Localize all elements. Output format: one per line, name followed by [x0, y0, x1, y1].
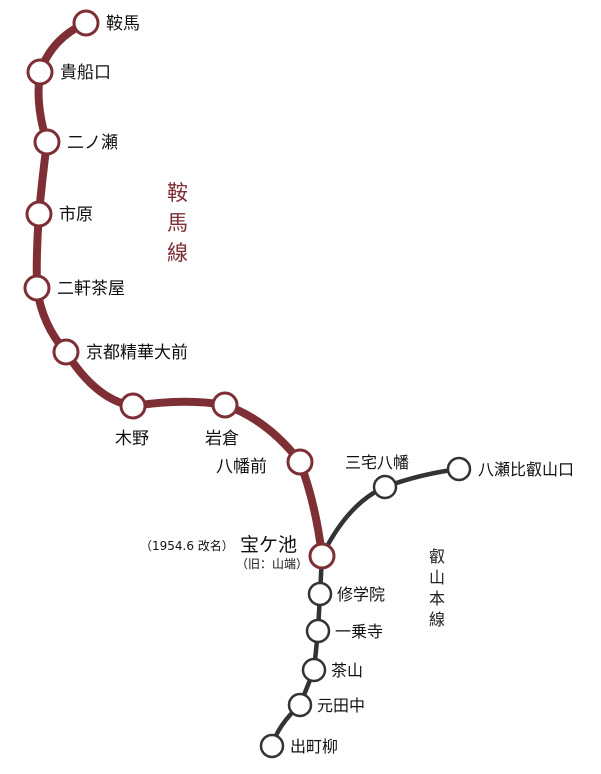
station-label-kurama: 鞍馬	[106, 14, 140, 34]
station-marker-kino[interactable]	[119, 392, 147, 420]
station-marker-takaragaike[interactable]	[308, 542, 336, 570]
station-label-shugakuin: 修学院	[337, 585, 385, 604]
line-name-kurama-char: 鞍	[167, 181, 188, 205]
line-name-kurama-char: 馬	[167, 211, 188, 235]
station-marker-ichihara[interactable]	[25, 200, 53, 228]
station-label-mototanaka: 元田中	[317, 696, 365, 715]
station-label-chayama: 茶山	[331, 661, 363, 680]
station-marker-kurama[interactable]	[72, 9, 100, 37]
station-marker-kyoto-seika-mae[interactable]	[52, 338, 80, 366]
station-label-miyake-hachiman: 三宅八幡	[345, 453, 409, 472]
station-label-kino: 木野	[115, 429, 149, 449]
station-label-kyoto-seika-mae: 京都精華大前	[86, 343, 188, 363]
station-marker-nikenchaya[interactable]	[23, 274, 51, 302]
station-label-ichihara: 市原	[59, 205, 93, 225]
station-label-takaragaike: 宝ケ池	[240, 534, 297, 556]
station-marker-iwakura[interactable]	[211, 391, 239, 419]
line-name-eizan-char: 本	[429, 589, 445, 608]
line-name-eizan: 叡 山 本 線	[429, 547, 445, 629]
station-label-nikenchaya: 二軒茶屋	[57, 279, 125, 299]
station-marker-chayama[interactable]	[301, 657, 327, 683]
station-marker-mototanaka[interactable]	[287, 692, 313, 718]
station-marker-shugakuin[interactable]	[307, 581, 333, 607]
station-marker-kibuneguchi[interactable]	[26, 58, 54, 86]
station-label-hachiman-mae: 八幡前	[216, 457, 267, 477]
station-note-takaragaike-renamed: （1954.6 改名）	[140, 538, 234, 553]
station-label-demachiyanagi: 出町柳	[290, 737, 338, 756]
station-label-iwakura: 岩倉	[205, 429, 239, 449]
line-name-eizan-char: 山	[429, 568, 445, 587]
line-name-kurama: 鞍 馬 線	[167, 181, 188, 265]
station-marker-yase-hieizanguchi[interactable]	[446, 456, 472, 482]
station-marker-hachiman-mae[interactable]	[286, 448, 314, 476]
line-name-kurama-char: 線	[167, 241, 188, 265]
station-marker-miyake-hachiman[interactable]	[372, 474, 398, 500]
line-name-eizan-char: 叡	[429, 547, 445, 566]
station-marker-demachiyanagi[interactable]	[259, 733, 285, 759]
station-label-yase-hieizanguchi: 八瀬比叡山口	[478, 460, 574, 479]
station-label-ninose: 二ノ瀬	[67, 133, 118, 153]
kurama-line-track	[32, 19, 326, 560]
line-name-eizan-char: 線	[429, 610, 445, 629]
station-label-kibuneguchi: 貴船口	[60, 63, 111, 83]
station-marker-ichijoji[interactable]	[305, 618, 331, 644]
station-note-takaragaike-former: （旧：山端）	[236, 557, 308, 571]
station-label-ichijoji: 一乗寺	[335, 622, 383, 641]
station-marker-ninose[interactable]	[33, 128, 61, 156]
